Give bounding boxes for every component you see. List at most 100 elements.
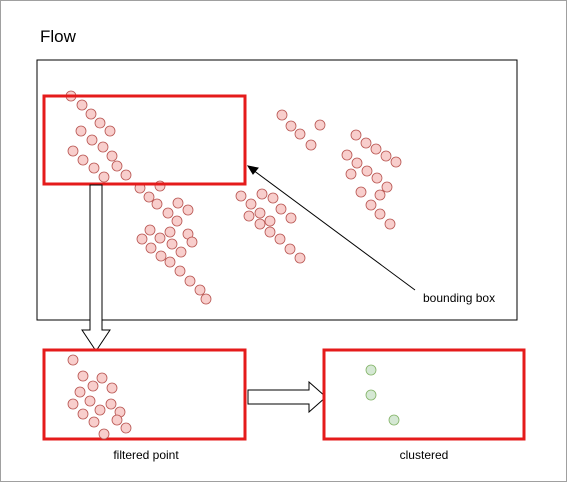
scatter-point <box>184 275 196 287</box>
scatter-point <box>276 109 288 121</box>
scatter-point <box>345 168 357 180</box>
right-arrow <box>247 380 327 414</box>
scatter-point <box>111 160 123 172</box>
scatter-point <box>182 204 194 216</box>
scatter-point <box>254 218 266 230</box>
scatter-point <box>151 198 163 210</box>
scatter-point <box>390 156 402 168</box>
scatter-point <box>171 215 183 227</box>
scatter-point <box>341 149 353 161</box>
scatter-point <box>94 117 106 129</box>
filtered-point <box>77 370 89 382</box>
scatter-point <box>374 189 386 201</box>
scatter-point <box>314 119 326 131</box>
scatter-point <box>355 186 367 198</box>
scatter-point <box>166 238 178 250</box>
filtered-point <box>67 354 79 366</box>
cluster-points <box>365 364 400 426</box>
scatter-point <box>86 134 98 146</box>
scatter-point <box>145 242 157 254</box>
scatter-point <box>235 190 247 202</box>
filtered-point <box>111 414 123 426</box>
filtered-point <box>105 398 117 410</box>
scatter-point <box>305 139 317 151</box>
scatter-point <box>136 233 148 245</box>
bounding-box-rect[interactable] <box>42 94 247 186</box>
scatter-point <box>76 99 88 111</box>
scatter-point <box>174 265 186 277</box>
scatter-point <box>360 137 372 149</box>
scatter-point <box>164 226 176 238</box>
scatter-point <box>200 293 212 305</box>
scatter-point <box>275 203 287 215</box>
scatter-point <box>85 108 97 120</box>
scatter-point <box>77 154 89 166</box>
scatter-point <box>97 141 109 153</box>
scatter-point <box>264 226 276 238</box>
scatter-point <box>370 143 382 155</box>
scatter-point <box>172 197 184 209</box>
scatter-point <box>381 181 393 193</box>
scatter-point <box>264 215 276 227</box>
scatter-point <box>162 207 174 219</box>
scatter-point <box>186 236 198 248</box>
scatter-point <box>351 157 363 169</box>
scatter-point <box>285 212 297 224</box>
scatter-point <box>104 125 116 137</box>
scatter-point <box>164 256 176 268</box>
filtered-point <box>120 422 132 434</box>
diagram-title: Flow <box>40 27 77 46</box>
scatter-point <box>274 233 286 245</box>
scatter-point <box>143 191 155 203</box>
filtered-point <box>106 382 118 394</box>
filtered-point <box>84 395 96 407</box>
scatter-point <box>120 169 132 181</box>
scatter-point <box>380 150 392 162</box>
scatter-point <box>365 199 377 211</box>
scatter-point <box>256 188 268 200</box>
clustered-label: clustered <box>400 448 449 462</box>
filtered-point <box>88 416 100 428</box>
clustered-box[interactable] <box>322 348 526 441</box>
scatter-point <box>194 284 206 296</box>
main-points <box>65 90 402 305</box>
scatter-point <box>98 171 110 183</box>
filtered-point <box>77 408 89 420</box>
filtered-point <box>96 372 108 384</box>
scatter-point <box>284 243 296 255</box>
filtered-points <box>67 354 132 440</box>
scatter-point <box>175 246 187 258</box>
scatter-point <box>144 224 156 236</box>
scatter-point <box>254 207 266 219</box>
scatter-point <box>350 129 362 141</box>
bounding-box-label: bounding box <box>423 291 495 305</box>
cluster-centroid <box>365 389 377 401</box>
scatter-point <box>267 192 279 204</box>
cluster-centroid <box>388 414 400 426</box>
scatter-point <box>154 232 166 244</box>
scatter-point <box>245 198 257 210</box>
scatter-point <box>155 250 167 262</box>
scatter-point <box>361 165 373 177</box>
scatter-point <box>243 210 255 222</box>
scatter-point <box>106 150 118 162</box>
cluster-centroid <box>365 364 377 376</box>
scatter-point <box>88 162 100 174</box>
filtered-point <box>74 386 86 398</box>
scatter-point <box>384 218 396 230</box>
scatter-point <box>374 208 386 220</box>
filtered-point <box>87 380 99 392</box>
bounding-box-arrow <box>246 165 416 291</box>
scatter-point <box>294 252 306 264</box>
main-frame <box>36 59 518 321</box>
filtered-point <box>94 404 106 416</box>
filtered-point <box>67 398 79 410</box>
filtered-point-label: filtered point <box>113 448 179 462</box>
filtered-point <box>98 428 110 440</box>
scatter-point <box>67 145 79 157</box>
scatter-point <box>371 172 383 184</box>
scatter-point <box>285 120 297 132</box>
scatter-point <box>294 128 306 140</box>
down-arrow <box>81 184 111 352</box>
